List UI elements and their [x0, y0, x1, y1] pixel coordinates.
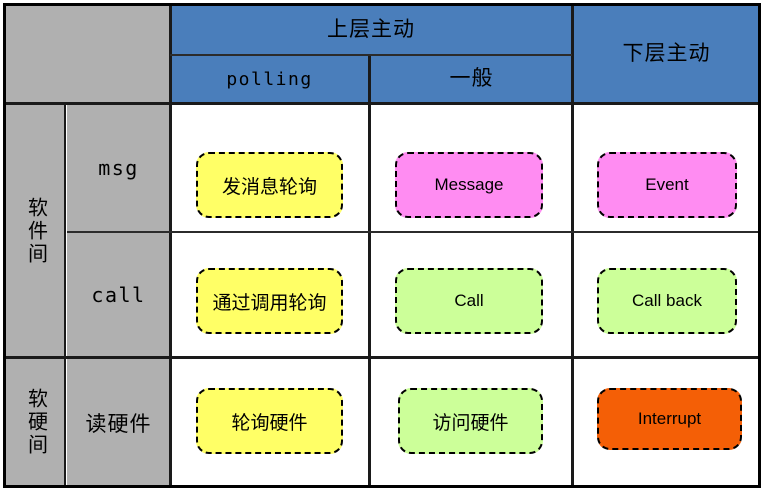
row-label-call: call [67, 233, 170, 357]
column-header-general-label: 一般 [449, 67, 494, 91]
node-msg-lower[interactable]: Event [597, 152, 737, 218]
grid-hline-header-bottom [5, 102, 759, 105]
column-group-header-lower-label: 下层主动 [622, 42, 711, 66]
header-corner-blank [5, 5, 170, 103]
row-label-msg-text: msg [98, 156, 139, 180]
row-label-read-hardware: 读硬件 [67, 359, 170, 486]
node-msg-general[interactable]: Message [395, 152, 543, 218]
node-read-hardware-polling[interactable]: 轮询硬件 [196, 388, 343, 454]
row-label-call-text: call [91, 283, 146, 307]
node-msg-polling-label: 发消息轮询 [221, 176, 317, 198]
node-read-hardware-general[interactable]: 访问硬件 [398, 388, 543, 454]
node-read-hardware-lower[interactable]: Interrupt [597, 388, 742, 450]
node-call-polling-label: 通过调用轮询 [212, 292, 327, 314]
row-group-label-software: 软件间 [5, 105, 65, 357]
table-outer-border [3, 3, 761, 488]
grid-vline-body-start [169, 5, 172, 486]
node-call-lower[interactable]: Call back [597, 268, 737, 334]
row-group-label-soft-hardware-text: 软硬间 [24, 388, 47, 457]
row-group-label-software-text: 软件间 [24, 196, 47, 266]
column-group-header-upper: 上层主动 [170, 5, 572, 55]
column-header-polling-label: polling [226, 68, 313, 90]
grid-vline-general-lower [571, 5, 574, 486]
row-label-read-hardware-text: 读硬件 [85, 412, 152, 436]
node-call-general[interactable]: Call [395, 268, 543, 334]
column-header-general: 一般 [371, 55, 572, 103]
row-label-msg: msg [67, 105, 170, 231]
grid-vline-label-split [64, 105, 66, 486]
column-group-header-upper-label: 上层主动 [327, 18, 415, 42]
grid-hline-msg-call [67, 231, 759, 233]
column-header-polling: polling [170, 55, 369, 103]
node-msg-general-label: Message [434, 175, 504, 194]
grid-hline-upper-group-split [170, 54, 572, 56]
node-call-general-label: Call [454, 291, 484, 310]
row-group-label-soft-hardware: 软硬间 [5, 359, 65, 486]
node-read-hardware-general-label: 访问硬件 [432, 412, 509, 434]
node-call-polling[interactable]: 通过调用轮询 [196, 268, 343, 334]
grid-hline-group-split [5, 356, 759, 359]
node-call-lower-label: Call back [632, 291, 702, 310]
node-msg-lower-label: Event [645, 175, 689, 194]
grid-vline-polling-general [368, 55, 371, 486]
node-read-hardware-polling-label: 轮询硬件 [231, 412, 308, 434]
column-group-header-lower: 下层主动 [574, 5, 759, 103]
node-read-hardware-lower-label: Interrupt [637, 409, 702, 428]
node-msg-polling[interactable]: 发消息轮询 [196, 152, 343, 218]
